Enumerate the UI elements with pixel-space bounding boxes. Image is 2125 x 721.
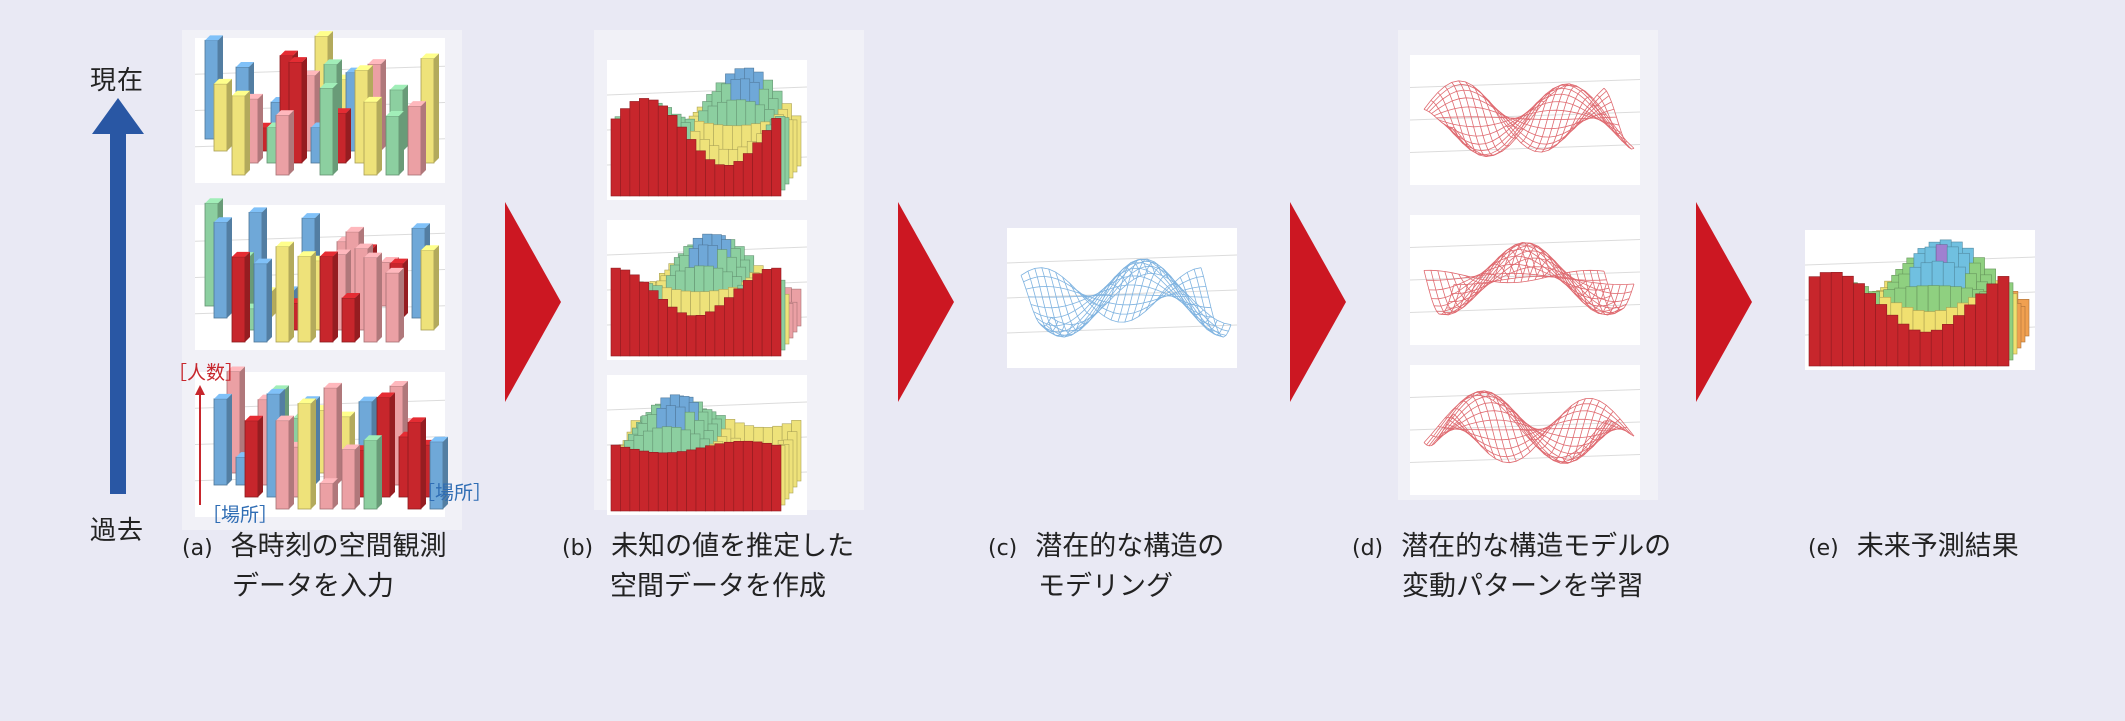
caption-a-line1: 各時刻の空間観測 [230,531,447,562]
surface-bars [610,394,802,512]
prediction-bar-chart [1804,230,2036,370]
caption-c-line1: 潜在的な構造の [1035,531,1225,562]
caption-a-line2: データを入力 [232,571,394,602]
latent-structure-mesh [1006,228,1238,368]
observed-bar-chart-past [194,366,448,517]
bars [204,198,439,343]
caption-d: (d) 潜在的な構造モデルの 変動パターンを学習 [1352,528,1671,606]
estimated-bar-chart-past [606,375,808,515]
caption-d-line1: 潜在的な構造モデルの [1401,531,1672,562]
caption-d-line2: 変動パターンを学習 [1402,571,1644,602]
flow-arrow-2 [898,202,954,402]
pattern-mesh-current [1409,55,1641,185]
surface-bars [1808,239,2030,367]
caption-d-marker: (d) [1352,536,1384,561]
time-label-past: 過去 [90,516,145,546]
place-axis-label-front: ［場所］ [202,504,279,526]
count-axis-label: ［人数］ [168,362,245,384]
pattern-mesh-middle [1409,215,1641,345]
bars [213,366,448,510]
caption-b-line1: 未知の値を推定した [611,531,855,562]
time-arrow [92,98,144,494]
plot-frame [1006,228,1238,368]
observed-bar-chart-middle [194,198,446,350]
estimated-bar-chart-current [606,60,808,200]
caption-b: (b) 未知の値を推定した 空間データを作成 [562,528,854,606]
caption-a-marker: (a) [182,536,213,561]
bars [204,31,439,176]
observed-bar-chart-current [194,31,446,183]
caption-e: (e) 未来予測結果 [1808,528,2019,568]
wire-mesh [1423,390,1635,464]
place-axis-label-side: ［場所］ [416,482,493,504]
wire-mesh [1423,80,1635,158]
estimated-bar-chart-middle [606,220,808,360]
caption-c-line2: モデリング [1038,571,1173,602]
time-label-present: 現在 [90,66,145,96]
flow-arrow-3 [1290,202,1346,402]
flow-arrow-4 [1696,202,1752,402]
caption-c: (c) 潜在的な構造の モデリング [988,528,1224,606]
wire-mesh [1020,258,1232,338]
count-axis-arrow [195,385,205,505]
flow-arrow-1 [505,202,561,402]
caption-a: (a) 各時刻の空間観測 データを入力 [182,528,447,606]
caption-e-marker: (e) [1808,536,1839,561]
surface-bars [610,67,802,197]
caption-b-marker: (b) [562,536,594,561]
pattern-mesh-past [1409,365,1641,495]
caption-b-line2: 空間データを作成 [610,571,826,602]
wire-mesh [1423,242,1635,316]
surface-bars [610,233,802,357]
caption-c-marker: (c) [988,536,1018,561]
caption-e-line1: 未来予測結果 [1856,531,2019,562]
